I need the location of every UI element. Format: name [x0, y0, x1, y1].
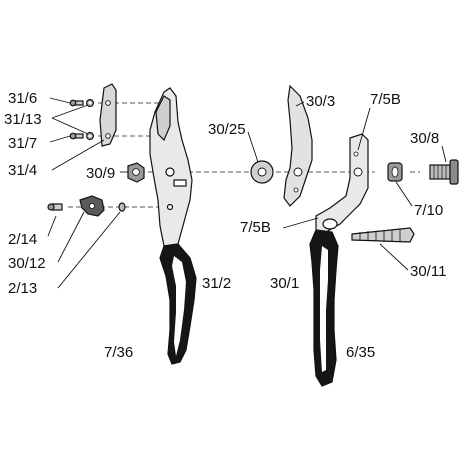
label-31-7: 31/7 — [8, 135, 37, 152]
label-30-8: 30/8 — [410, 130, 439, 147]
label-2-14: 2/14 — [8, 231, 37, 248]
left-pivot-hole — [165, 167, 175, 177]
label-7-5b-top: 7/5B — [370, 91, 401, 108]
label-31-6: 31/6 — [8, 90, 37, 107]
label-30-1: 30/1 — [270, 275, 299, 292]
left-grip-highlight — [172, 256, 186, 356]
left-handle-stamp — [173, 179, 187, 187]
label-30-25: 30/25 — [208, 121, 246, 138]
catch-parts — [47, 195, 126, 217]
right-handle-assembly — [309, 133, 369, 387]
leader-lines — [47, 97, 447, 289]
label-30-11: 30/11 — [410, 263, 446, 280]
blade-screws — [69, 98, 94, 141]
left-handle-assembly — [149, 87, 197, 365]
left-lower-hole — [166, 203, 174, 211]
spring — [351, 227, 415, 243]
right-handle-metal — [315, 133, 369, 233]
label-7-10: 7/10 — [414, 202, 443, 219]
pivot-nut — [127, 162, 145, 183]
label-2-13: 2/13 — [8, 280, 37, 297]
label-7-36: 7/36 — [104, 344, 133, 361]
label-31-2: 31/2 — [202, 275, 231, 292]
right-blade — [283, 84, 313, 207]
label-30-9: 30/9 — [86, 165, 115, 182]
label-6-35: 6/35 — [346, 344, 375, 361]
label-30-12: 30/12 — [8, 255, 46, 272]
part-labels: 31/6 31/13 31/7 31/4 30/9 30/25 30/3 7/5… — [4, 90, 446, 361]
right-grip-highlight — [320, 246, 328, 372]
label-30-3: 30/3 — [306, 93, 335, 110]
label-7-5b-mid: 7/5B — [240, 219, 271, 236]
label-31-4: 31/4 — [8, 162, 37, 179]
left-blade-plate — [99, 83, 117, 147]
left-blade-edge — [155, 95, 171, 142]
pivot-bolt — [387, 159, 459, 185]
label-31-13: 31/13 — [4, 111, 42, 128]
pivot-washer — [250, 160, 274, 184]
